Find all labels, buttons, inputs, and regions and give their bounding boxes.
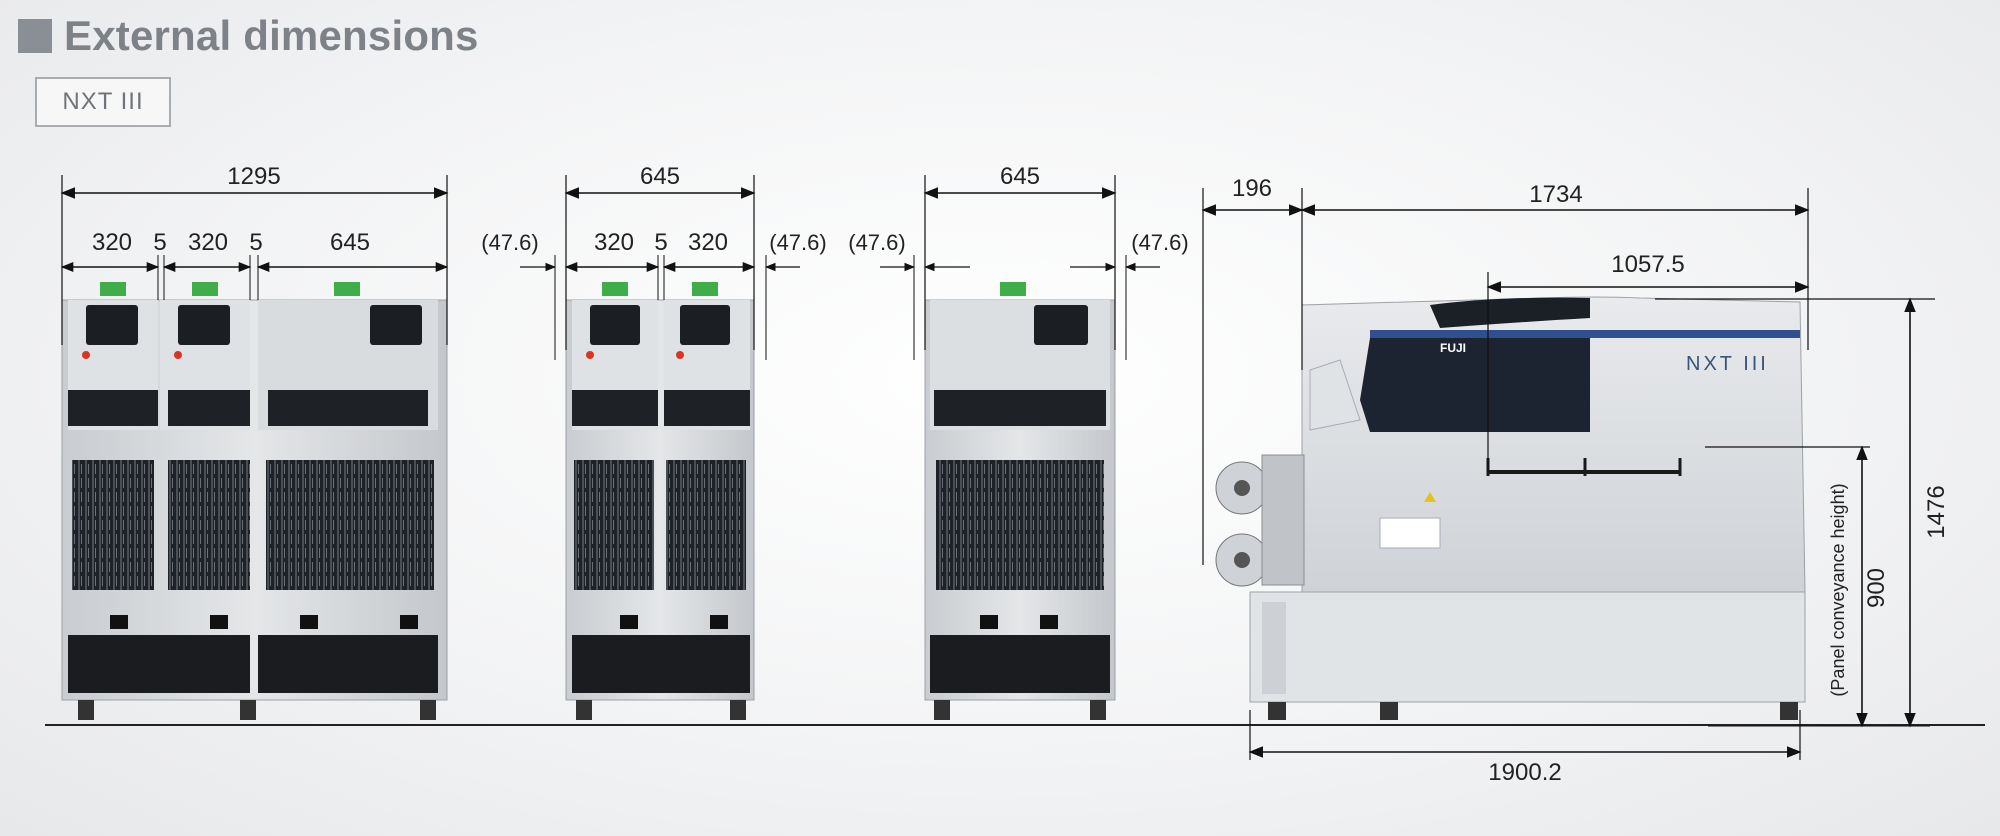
unit2-dimensions xyxy=(520,175,800,360)
unit2-module1-width: 320 xyxy=(594,229,634,256)
side-total-height: 1476 xyxy=(1923,485,1950,538)
side-conveyor-length: 1057.5 xyxy=(1611,251,1684,278)
unit3-left-offset: (47.6) xyxy=(848,230,905,255)
side-conveyance-height: 900 xyxy=(1863,568,1890,608)
unit1-module3-width: 645 xyxy=(330,229,370,256)
unit2-left-offset: (47.6) xyxy=(481,230,538,255)
header-square-icon xyxy=(18,19,52,53)
side-depth-length: 1734 xyxy=(1529,181,1582,208)
unit1-dimensions xyxy=(60,175,449,345)
side-view-dimensions xyxy=(1201,188,1935,760)
unit3-total-width: 645 xyxy=(1000,163,1040,190)
page-title: External dimensions xyxy=(64,12,479,59)
unit1-module2-width: 320 xyxy=(188,229,228,256)
unit2-machine xyxy=(565,282,755,720)
unit3-dimensions xyxy=(880,175,1160,360)
unit1-total-width: 1295 xyxy=(227,163,280,190)
side-view-machine: FUJI NXT III xyxy=(1215,296,1806,720)
model-tag: NXT III xyxy=(35,77,171,127)
unit1-gap1: 5 xyxy=(153,229,166,256)
side-conveyance-label: (Panel conveyance height) xyxy=(1828,483,1848,696)
unit2-right-offset: (47.6) xyxy=(769,230,826,255)
unit2-gap: 5 xyxy=(654,229,667,256)
unit1-machine xyxy=(61,282,448,720)
unit2-module2-width: 320 xyxy=(688,229,728,256)
unit1-gap2: 5 xyxy=(249,229,262,256)
side-front-length: 196 xyxy=(1232,175,1272,202)
unit2-total-width: 645 xyxy=(640,163,680,190)
nxt-logo: NXT III xyxy=(1686,353,1769,375)
section-header: External dimensions xyxy=(18,10,479,62)
unit3-right-offset: (47.6) xyxy=(1131,230,1188,255)
fuji-brand-logo: FUJI xyxy=(1440,341,1466,355)
unit1-module1-width: 320 xyxy=(92,229,132,256)
side-base-length: 1900.2 xyxy=(1488,759,1561,786)
unit3-machine xyxy=(924,282,1116,720)
